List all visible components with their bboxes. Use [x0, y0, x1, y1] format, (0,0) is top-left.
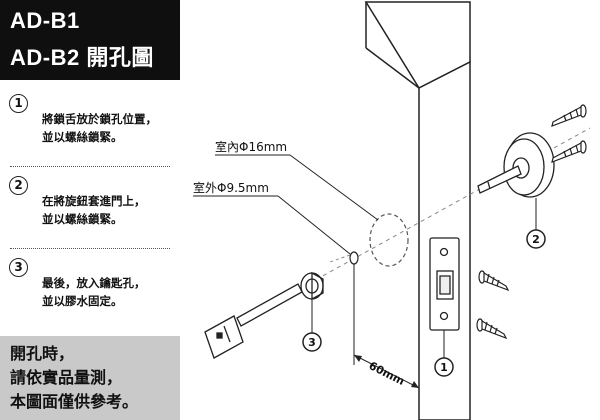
note-line-3: 本圖面僅供參考。	[10, 392, 139, 411]
latch-faceplate	[429, 237, 460, 331]
latch-screw-lower	[476, 318, 508, 340]
dimension-line	[353, 354, 420, 389]
title-panel: AD-B1 AD-B2 開孔圖	[0, 0, 180, 80]
screw-thread	[575, 108, 579, 117]
step-1-line-1: 將鎖舌放於鎖孔位置，	[42, 112, 157, 126]
callout-2: 2	[526, 198, 546, 249]
callout-1: 1	[434, 330, 454, 377]
step-1-text: 將鎖舌放於鎖孔位置， 並以螺絲鎖緊。	[42, 110, 182, 146]
faceplate-screw-hole-top	[439, 247, 449, 257]
inside-rosette	[477, 132, 555, 198]
key-head	[204, 315, 244, 359]
outer-hole	[349, 251, 359, 265]
step-3-line-1: 最後，放入鑰匙孔，	[42, 276, 146, 290]
step-3-number: 3	[9, 258, 28, 277]
screw-thread	[569, 111, 573, 120]
screw-thread	[496, 279, 500, 287]
step-1-number: 1	[9, 94, 28, 113]
screw-thread	[486, 273, 490, 283]
step-3-line-2: 並以膠水固定。	[42, 294, 123, 308]
rosette-screw-upper	[551, 104, 587, 127]
callout-3-number: 3	[308, 336, 316, 349]
inner-hole-outline	[369, 213, 409, 267]
key-blade	[236, 283, 303, 327]
collar-side	[311, 271, 324, 301]
spindle-tip	[487, 181, 491, 190]
model-title-line-1: AD-B1	[10, 8, 80, 33]
latch-bolt-bevel	[439, 275, 451, 295]
key-cylinder-collar	[300, 271, 324, 301]
screw-thread	[575, 144, 579, 153]
dimension-arrow-left	[354, 355, 362, 362]
step-3-text: 最後，放入鑰匙孔， 並以膠水固定。	[42, 274, 182, 310]
screw-thread	[569, 147, 573, 156]
screw-shank	[551, 105, 582, 127]
callout-3: 3	[302, 299, 322, 352]
callout-2-circle	[526, 229, 546, 249]
step-2-line-2: 並以螺絲鎖緊。	[42, 212, 123, 226]
step-divider	[10, 248, 170, 249]
outer-hole-label: 室外Φ9.5mm	[193, 180, 269, 195]
screw-thread	[494, 327, 498, 335]
note-text: 開孔時， 請依實品量測， 本圖面僅供參考。	[10, 342, 180, 414]
latch-screw-upper	[478, 270, 510, 292]
note-line-2: 請依實品量測，	[10, 368, 123, 387]
note-panel: 開孔時， 請依實品量測， 本圖面僅供參考。	[0, 336, 180, 420]
screw-thread	[563, 114, 567, 122]
door-panel	[364, 1, 471, 420]
screw-shank	[551, 141, 582, 163]
inner-hole-label: 室內Φ16mm	[215, 139, 287, 154]
door-front-top	[365, 47, 420, 89]
callout-3-circle	[302, 332, 322, 352]
key-hole	[216, 332, 223, 339]
dimension-arrow-right	[411, 381, 419, 388]
note-line-1: 開孔時，	[10, 344, 75, 363]
key-groove	[223, 325, 231, 343]
callout-1-number: 1	[440, 361, 448, 374]
callout-2-number: 2	[532, 233, 540, 246]
outer-label-leader	[277, 195, 351, 255]
axis-segment	[329, 254, 351, 263]
screw-thread	[491, 276, 495, 285]
step-divider	[10, 166, 170, 167]
model-title-line-2: AD-B2 開孔圖	[10, 45, 154, 70]
screw-thread	[484, 321, 488, 331]
rosette-screw-lower	[551, 140, 587, 163]
step-2-line-1: 在將旋鈕套進門上，	[42, 194, 146, 208]
screw-thread	[489, 324, 493, 333]
step-2-number: 2	[9, 176, 28, 195]
faceplate-screw-hole-bottom	[439, 311, 449, 321]
backset-dimension	[353, 264, 420, 395]
screw-thread	[563, 150, 567, 158]
key	[204, 283, 303, 359]
inner-label-leader	[289, 154, 379, 221]
step-1-line-2: 並以螺絲鎖緊。	[42, 130, 123, 144]
backset-dimension-label: 60mm	[367, 359, 407, 388]
callout-1-circle	[434, 357, 454, 377]
step-2-text: 在將旋鈕套進門上， 並以螺絲鎖緊。	[42, 192, 182, 228]
